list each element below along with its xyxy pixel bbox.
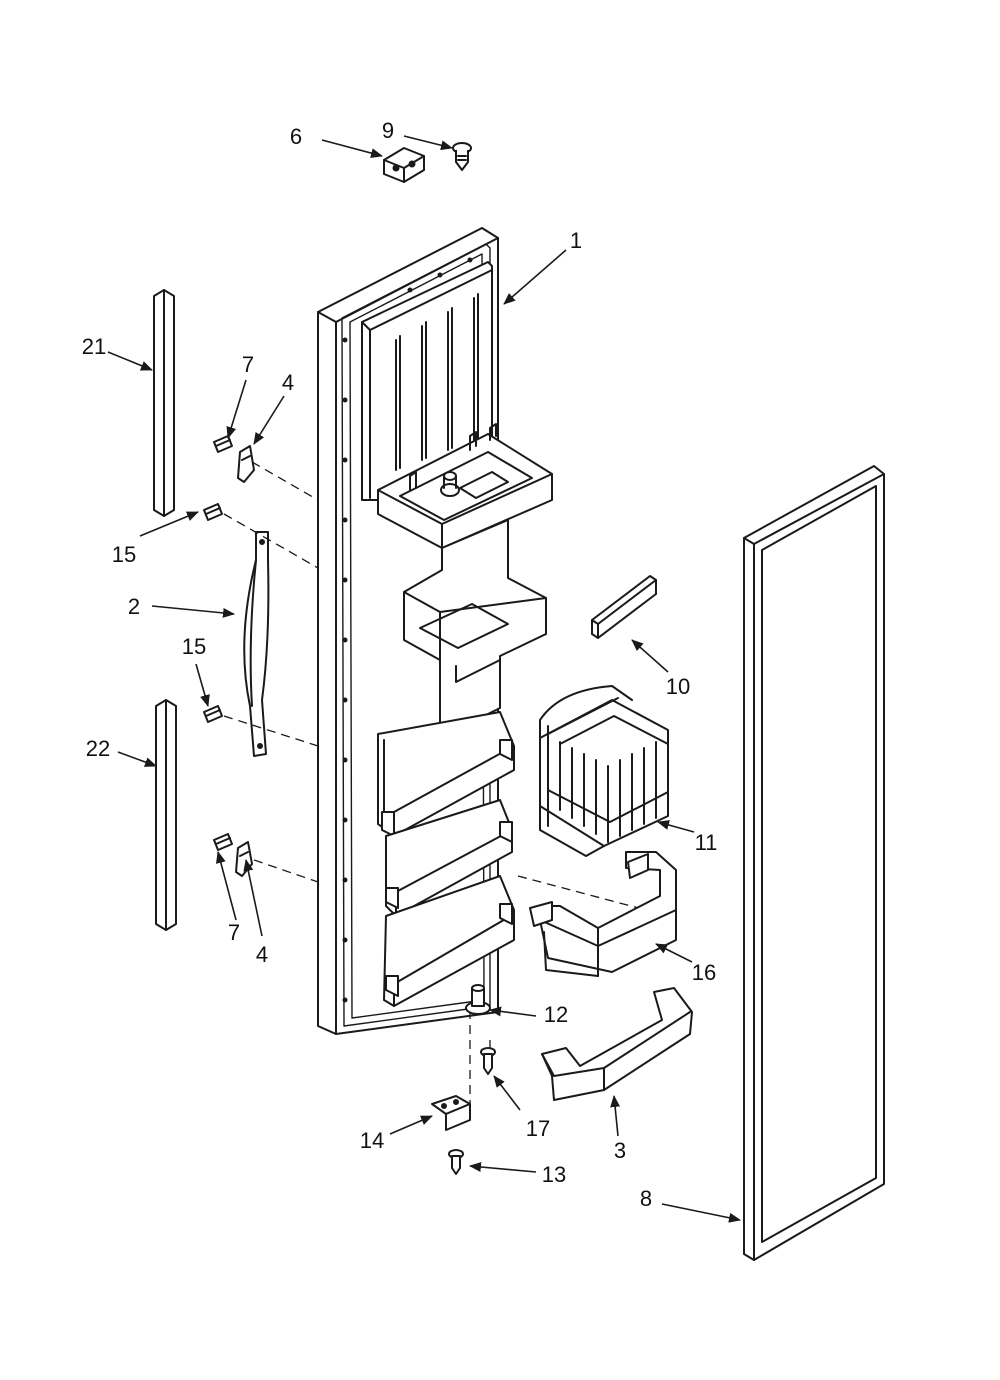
callout-label: 12 [544,1002,568,1027]
callout-label: 7 [228,920,240,945]
callout-label: 4 [282,370,294,395]
callout-label: 22 [86,736,110,761]
door-gasket-part [743,465,885,1261]
callout-label: 8 [640,1186,652,1211]
callout-label: 2 [128,594,140,619]
shelf-rail-part [591,575,657,639]
callout-labels: 1 2 3 4 4 6 7 7 8 9 10 11 12 13 14 15 15… [82,118,718,1211]
callout-label: 17 [526,1116,550,1141]
handle-screw-upper-part [203,503,223,521]
callout-label: 14 [360,1128,384,1153]
screw-pin-part [480,1047,496,1075]
callout-label: 13 [542,1162,566,1187]
hinge-block-part [383,147,425,183]
handle-screw-lower-part [203,705,223,723]
bin-ice-part [529,851,677,977]
trim-upper-part [153,289,175,517]
screw-lower-part [213,833,233,851]
screw-upper-part [213,435,233,453]
callout-label: 15 [112,542,136,567]
screw-hinge-part [448,1149,464,1175]
leader-arrows [107,135,741,1223]
trim-lower-part [155,699,177,931]
callout-label: 10 [666,674,690,699]
wire-basket-part [539,685,669,857]
frame-screw-dots [342,257,473,1003]
bin-lower-part [541,987,693,1101]
door-panel-part [317,227,553,1035]
callout-label: 11 [695,830,718,855]
assembly-lines [223,461,647,1110]
callout-label: 9 [382,118,394,143]
hinge-pin-bottom-part [465,984,491,1015]
callout-label: 1 [570,228,582,253]
callout-label: 15 [182,634,206,659]
callout-label: 4 [256,942,268,967]
handle-part [243,531,270,757]
clip-upper-part [237,445,255,483]
callout-label: 3 [614,1138,626,1163]
callout-label: 16 [692,960,716,985]
hinge-bracket-part [431,1095,471,1131]
callout-label: 6 [290,124,302,149]
clip-lower-part [235,841,253,877]
hinge-pin-top-part [452,142,472,171]
callout-label: 21 [82,334,106,359]
callout-label: 7 [242,352,254,377]
